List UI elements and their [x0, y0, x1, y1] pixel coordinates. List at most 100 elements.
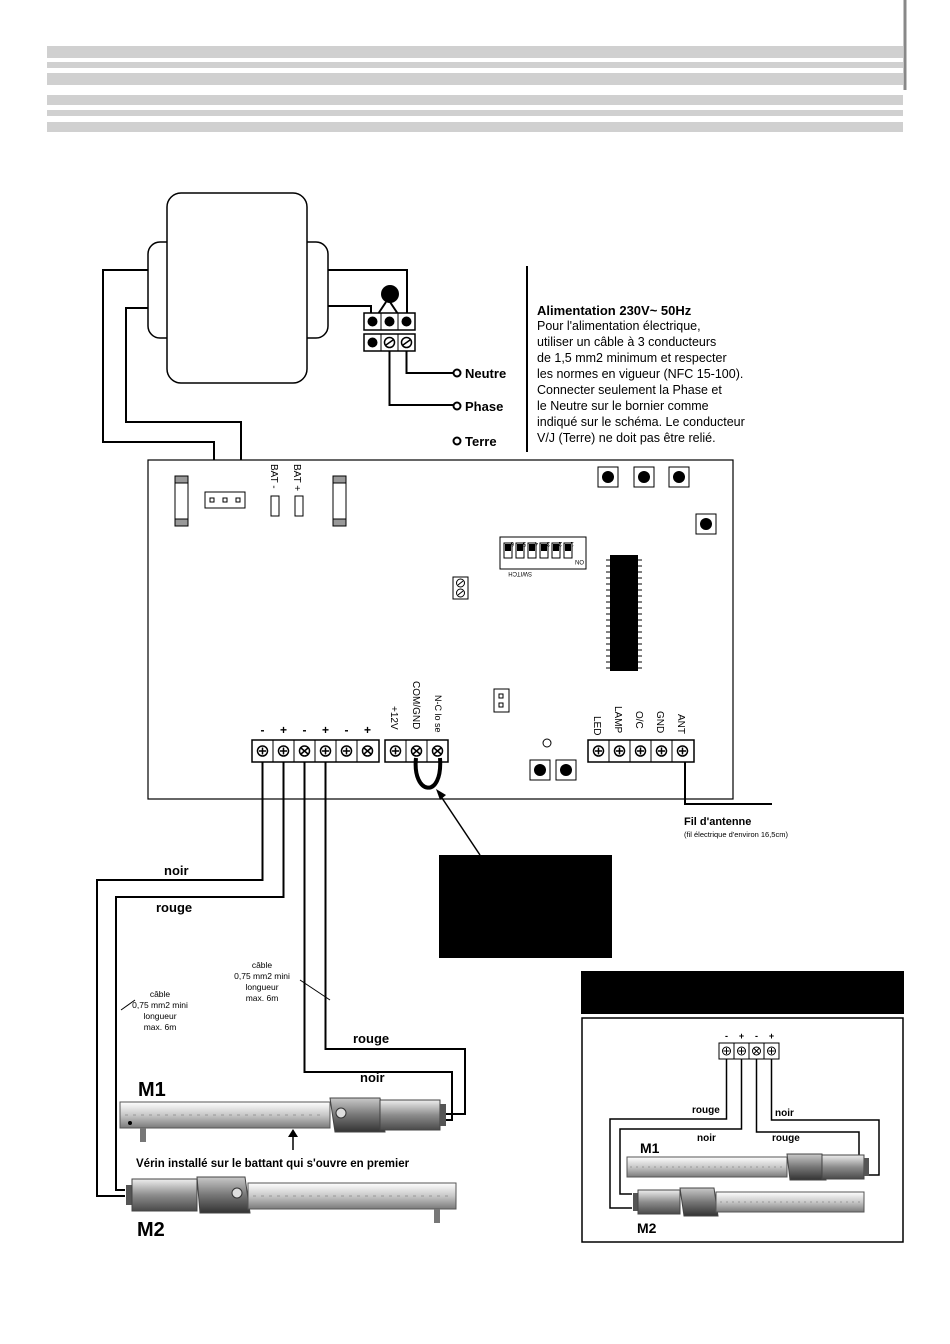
- arrow-head-icon: [436, 789, 446, 800]
- dip-switch-number: 1: [570, 540, 574, 546]
- inset-rouge-left: rouge: [692, 1105, 720, 1116]
- transformer-wires: [102, 269, 408, 494]
- cable-note-line: max. 6m: [144, 1022, 177, 1032]
- verin-arrow-icon: [288, 1129, 298, 1137]
- polarity-label: -: [303, 723, 307, 737]
- led-icon: [542, 738, 552, 748]
- transformer-connector: [204, 491, 246, 509]
- dip-switch-number: 5: [522, 540, 526, 546]
- plus12v-label: +12V: [388, 706, 399, 730]
- neutre-label: Neutre: [465, 366, 506, 381]
- cable-note-pointer: [120, 999, 136, 1011]
- polarity-label: -: [345, 723, 349, 737]
- motor-terminal-block: [251, 739, 380, 763]
- rouge-label-main: rouge: [156, 900, 192, 915]
- inset-terminal-block: [718, 1042, 780, 1060]
- cable-note-line: câble: [252, 960, 273, 970]
- antenna-note: (fil électrique d'environ 16,5cm): [684, 830, 788, 839]
- gnd-label: GND: [654, 711, 665, 733]
- cable-note-line: max. 6m: [246, 993, 279, 1003]
- bottom-buttons: [529, 759, 577, 781]
- bat-plus-connector: [294, 495, 304, 517]
- accessory-terminal-block: [384, 739, 449, 763]
- accessory-labels: +12V COM/GND N-C lo se: [388, 681, 443, 733]
- power-text-line: Connecter seulement la Phase et: [537, 383, 722, 397]
- phase-terminal-icon: [452, 401, 462, 411]
- polarity-label: +: [280, 723, 287, 737]
- bat-minus-label: BAT -: [268, 464, 279, 489]
- bridge-wire: [413, 757, 443, 790]
- ic-chip: [606, 555, 642, 671]
- noir-label-m1: noir: [360, 1070, 385, 1085]
- output-terminal-block: [587, 739, 695, 763]
- inset-polarity-label: +: [739, 1031, 744, 1041]
- com-gnd-label: COM/GND: [410, 681, 421, 729]
- power-text-line: V/J (Terre) ne doit pas être relié.: [537, 431, 716, 445]
- cable-note-pointer: [299, 979, 331, 1001]
- dip-switch: [499, 536, 587, 570]
- header-stripes: [47, 0, 907, 132]
- terre-label: Terre: [465, 434, 497, 449]
- power-title: Alimentation 230V~ 50Hz: [537, 303, 692, 318]
- cable-note-line: 0,75 mm2 mini: [132, 1000, 188, 1010]
- cable-note-line: 0,75 mm2 mini: [234, 971, 290, 981]
- board-buttons: [597, 466, 717, 535]
- inset-polarity-label: -: [725, 1031, 728, 1041]
- dip-switch-number: 2: [558, 540, 562, 546]
- inset-noir-right: noir: [775, 1108, 794, 1119]
- led-label: LED: [591, 716, 602, 735]
- cable-note-line: longueur: [143, 1011, 176, 1021]
- inset-polarity-label: -: [755, 1031, 758, 1041]
- ant-label: ANT: [675, 714, 686, 734]
- oc-label: O/C: [633, 711, 644, 729]
- power-text-line: utiliser un câble à 3 conducteurs: [537, 335, 717, 349]
- small-terminal: [452, 576, 469, 600]
- inset-rouge-mid: rouge: [772, 1133, 800, 1144]
- motor-m2: [126, 1176, 457, 1223]
- transformer: [147, 192, 329, 384]
- m2-label: M2: [137, 1219, 165, 1241]
- inset-polarity-label: +: [769, 1031, 774, 1041]
- inset-polarity-labels: - + - +: [725, 1031, 774, 1041]
- bat-plus-label: BAT +: [291, 464, 302, 491]
- dip-switch-number: 6: [510, 540, 514, 546]
- pointer-arrow: [439, 794, 481, 856]
- lamp-label: LAMP: [612, 706, 623, 734]
- dip-switch-number: 3: [546, 540, 550, 546]
- inset-motor-m2: [633, 1187, 865, 1217]
- output-labels: LED LAMP O/C GND ANT: [591, 706, 686, 735]
- motor-wiring: [96, 762, 466, 1197]
- power-text-line: les normes en vigueur (NFC 15-100).: [537, 367, 744, 381]
- dip-switch-on-label: ON: [575, 558, 584, 564]
- cable-note-left: câble 0,75 mm2 mini longueur max. 6m: [132, 989, 188, 1032]
- verin-note: Vérin installé sur le battant qui s'ouvr…: [136, 1158, 410, 1170]
- bat-minus-connector: [270, 495, 280, 517]
- polarity-label: -: [261, 723, 265, 737]
- black-callout-box: [439, 855, 612, 958]
- rouge-label-m1: rouge: [353, 1031, 389, 1046]
- power-text-line: Pour l'alimentation électrique,: [537, 319, 701, 333]
- inset-header: [581, 971, 904, 1014]
- inset-motor-m1: [626, 1153, 869, 1181]
- polarity-label: +: [364, 723, 371, 737]
- motor-m1: [119, 1097, 446, 1142]
- power-text-line: de 1,5 mm2 minimum et respecter: [537, 351, 727, 365]
- fuse-right: [332, 475, 347, 527]
- power-text-line: indiqué sur le schéma. Le conducteur: [537, 415, 745, 429]
- cable-note-right: câble 0,75 mm2 mini longueur max. 6m: [234, 960, 290, 1003]
- dip-switch-label: SWITCH: [508, 570, 532, 576]
- m1-label: M1: [138, 1079, 166, 1101]
- polarity-label: +: [322, 723, 329, 737]
- cable-note-line: câble: [150, 989, 171, 999]
- inset-noir-mid: noir: [697, 1133, 716, 1144]
- inset-m1-label: M1: [640, 1140, 660, 1156]
- cable-note-line: longueur: [245, 982, 278, 992]
- motor-polarity-labels: - + - + - +: [261, 723, 372, 737]
- nc-lo-se-label: N-C lo se: [433, 695, 443, 733]
- inset-m2-label: M2: [637, 1220, 657, 1236]
- terre-terminal-icon: [452, 436, 462, 446]
- dip-switch-labels: 1 2 3 4 5 6 ON SWITCH: [508, 540, 584, 576]
- antenna-wire: [684, 762, 772, 805]
- power-text-line: le Neutre sur le bornier comme: [537, 399, 709, 413]
